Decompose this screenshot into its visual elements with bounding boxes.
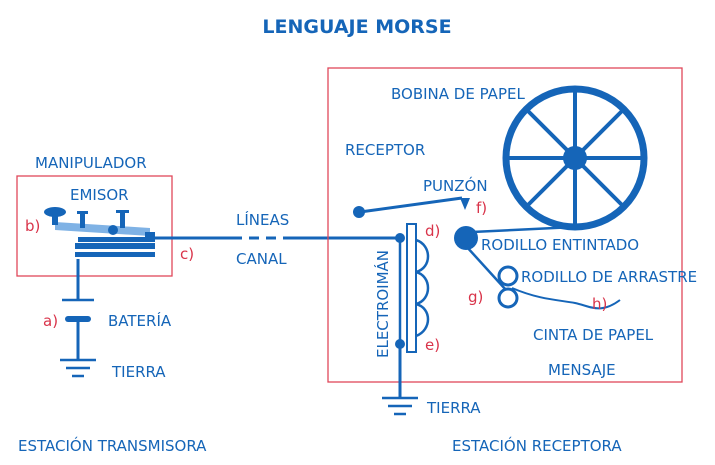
manipulador-label: MANIPULADOR bbox=[35, 154, 147, 172]
marker-a: a) bbox=[43, 312, 58, 330]
drag-roller-bottom bbox=[497, 287, 519, 309]
marker-e: e) bbox=[425, 336, 440, 354]
receptor-box bbox=[327, 67, 683, 383]
electroiman-label: ELECTROIMÁN bbox=[373, 250, 392, 358]
marker-b: b) bbox=[25, 217, 40, 235]
battery-plate-short bbox=[65, 316, 91, 322]
paper-tape-lower bbox=[465, 245, 507, 291]
marker-g: g) bbox=[468, 288, 483, 306]
inked-roller bbox=[454, 226, 478, 250]
telegraph-key bbox=[44, 207, 155, 257]
lever-pivot bbox=[353, 206, 365, 218]
tierra-label-t: TIERRA bbox=[111, 363, 166, 381]
receiver-lever bbox=[359, 196, 463, 214]
marker-h: h) bbox=[592, 295, 607, 313]
canal-label: CANAL bbox=[236, 250, 287, 268]
paper-reel-icon bbox=[502, 85, 648, 231]
bobina-label: BOBINA DE PAPEL bbox=[391, 85, 525, 103]
ground-symbol-receiver bbox=[382, 396, 418, 416]
estacion-transmisora-label: ESTACIÓN TRANSMISORA bbox=[18, 436, 207, 455]
diagram-title: LENGUAJE MORSE bbox=[262, 16, 451, 38]
paper-tape-top bbox=[471, 225, 576, 234]
marker-f: f) bbox=[476, 199, 487, 217]
bateria-label: BATERÍA bbox=[108, 311, 172, 330]
rodillo-arrastre-label: RODILLO DE ARRASTRE bbox=[521, 268, 697, 286]
ground-symbol-transmitter bbox=[60, 358, 96, 378]
lineas-label: LÍNEAS bbox=[236, 210, 289, 229]
paper-tape-out bbox=[511, 287, 621, 310]
drag-roller-top bbox=[497, 265, 519, 287]
punzon-label: PUNZÓN bbox=[423, 176, 488, 195]
marker-d: d) bbox=[425, 222, 440, 240]
marker-c: c) bbox=[180, 245, 194, 263]
mensaje-label: MENSAJE bbox=[548, 361, 616, 379]
punch-tip bbox=[460, 198, 470, 210]
rodillo-entintado-label: RODILLO ENTINTADO bbox=[481, 236, 639, 254]
manipulador-box bbox=[16, 175, 173, 277]
emisor-label: EMISOR bbox=[70, 186, 129, 204]
tierra-label-r: TIERRA bbox=[426, 399, 481, 417]
cinta-label: CINTA DE PAPEL bbox=[533, 326, 654, 344]
receptor-label: RECEPTOR bbox=[345, 141, 425, 159]
estacion-receptora-label: ESTACIÓN RECEPTORA bbox=[452, 436, 622, 455]
